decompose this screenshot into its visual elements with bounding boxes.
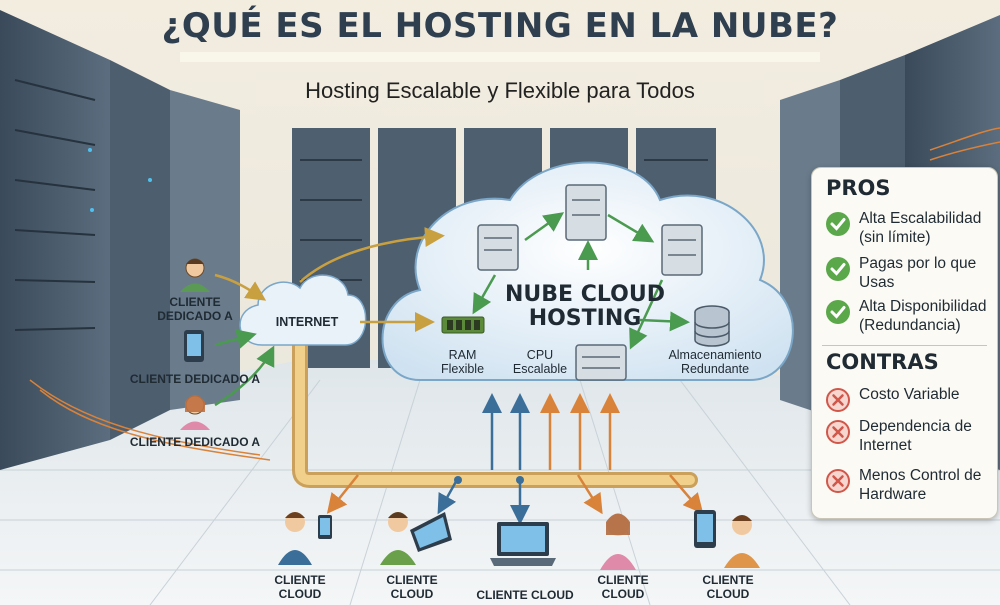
internet-cloud bbox=[239, 274, 367, 346]
cpu-label: CPU Escalable bbox=[512, 348, 568, 377]
cons-item-label: Dependencia de Internet bbox=[859, 418, 972, 454]
pros-title: PROS bbox=[826, 176, 891, 200]
dedicated-client-label-1: CLIENTE DEDICADO A bbox=[157, 295, 233, 323]
pros-item: Alta Escalabilidad (sin límite) bbox=[824, 210, 996, 247]
cloud-client-label-3: CLIENTE CLOUD bbox=[476, 588, 574, 602]
cloud-client-3-laptop bbox=[490, 522, 556, 566]
cons-item: Costo Variable bbox=[824, 386, 996, 414]
network-pipe bbox=[292, 322, 698, 488]
cloud-client-1-figure bbox=[278, 512, 332, 565]
pros-item-label: Alta Disponibilidad (Redundancia) bbox=[859, 298, 987, 334]
x-circle-icon bbox=[826, 420, 850, 444]
cloud-client-label-5: CLIENTE CLOUD bbox=[702, 573, 754, 601]
cons-item-label: Costo Variable bbox=[859, 386, 960, 403]
check-icon bbox=[826, 212, 850, 236]
page-title: ¿QUÉ ES EL HOSTING EN LA NUBE? bbox=[161, 6, 839, 46]
pros-item: Pagas por lo que Usas bbox=[824, 255, 996, 292]
check-icon bbox=[826, 257, 850, 281]
dedicated-client-label-2: CLIENTE DEDICADO A bbox=[129, 372, 261, 386]
ram-label: RAM Flexible bbox=[440, 348, 485, 377]
dedicated-client-person-1 bbox=[180, 258, 210, 292]
cons-item: Menos Control de Hardware bbox=[824, 467, 996, 504]
cloud-servers bbox=[477, 184, 703, 381]
x-circle-icon bbox=[826, 469, 850, 493]
page-subtitle: Hosting Escalable y Flexible para Todos bbox=[305, 78, 695, 103]
pros-item-label: Pagas por lo que Usas bbox=[859, 255, 977, 291]
cons-item-label: Menos Control de Hardware bbox=[859, 467, 982, 503]
cloud-shape bbox=[381, 161, 794, 381]
cloud-client-label-4: CLIENTE CLOUD bbox=[597, 573, 649, 601]
pros-item: Alta Disponibilidad (Redundancia) bbox=[824, 298, 996, 335]
dedicated-client-label-3: CLIENTE DEDICADO A bbox=[129, 435, 261, 449]
check-icon bbox=[826, 300, 850, 324]
x-circle-icon bbox=[826, 388, 850, 412]
storage-label: Almacenamiento Redundante bbox=[668, 348, 762, 377]
ram-module-icon bbox=[441, 316, 485, 334]
cloud-client-5-figure bbox=[694, 510, 760, 568]
cloud-title-line2: HOSTING bbox=[528, 306, 642, 331]
pros-cons-panel: PROS Alta Escalabilidad (sin límite) Pag… bbox=[811, 167, 998, 519]
cloud-client-2-figure bbox=[380, 512, 452, 565]
cloud-client-label-1: CLIENTE CLOUD bbox=[274, 573, 326, 601]
cons-title: CONTRAS bbox=[826, 350, 939, 374]
internet-label: INTERNET bbox=[275, 315, 339, 329]
dedicated-client-phone-icon bbox=[184, 330, 204, 362]
storage-database-icon bbox=[694, 305, 730, 347]
cloud-client-label-2: CLIENTE CLOUD bbox=[386, 573, 438, 601]
dedicated-client-person-3 bbox=[180, 395, 210, 430]
cloud-client-4-figure bbox=[600, 513, 636, 570]
cloud-title-line1: NUBE CLOUD bbox=[505, 282, 665, 307]
panel-divider bbox=[822, 345, 987, 346]
pros-item-label: Alta Escalabilidad (sin límite) bbox=[859, 210, 982, 246]
cons-item: Dependencia de Internet bbox=[824, 418, 996, 455]
